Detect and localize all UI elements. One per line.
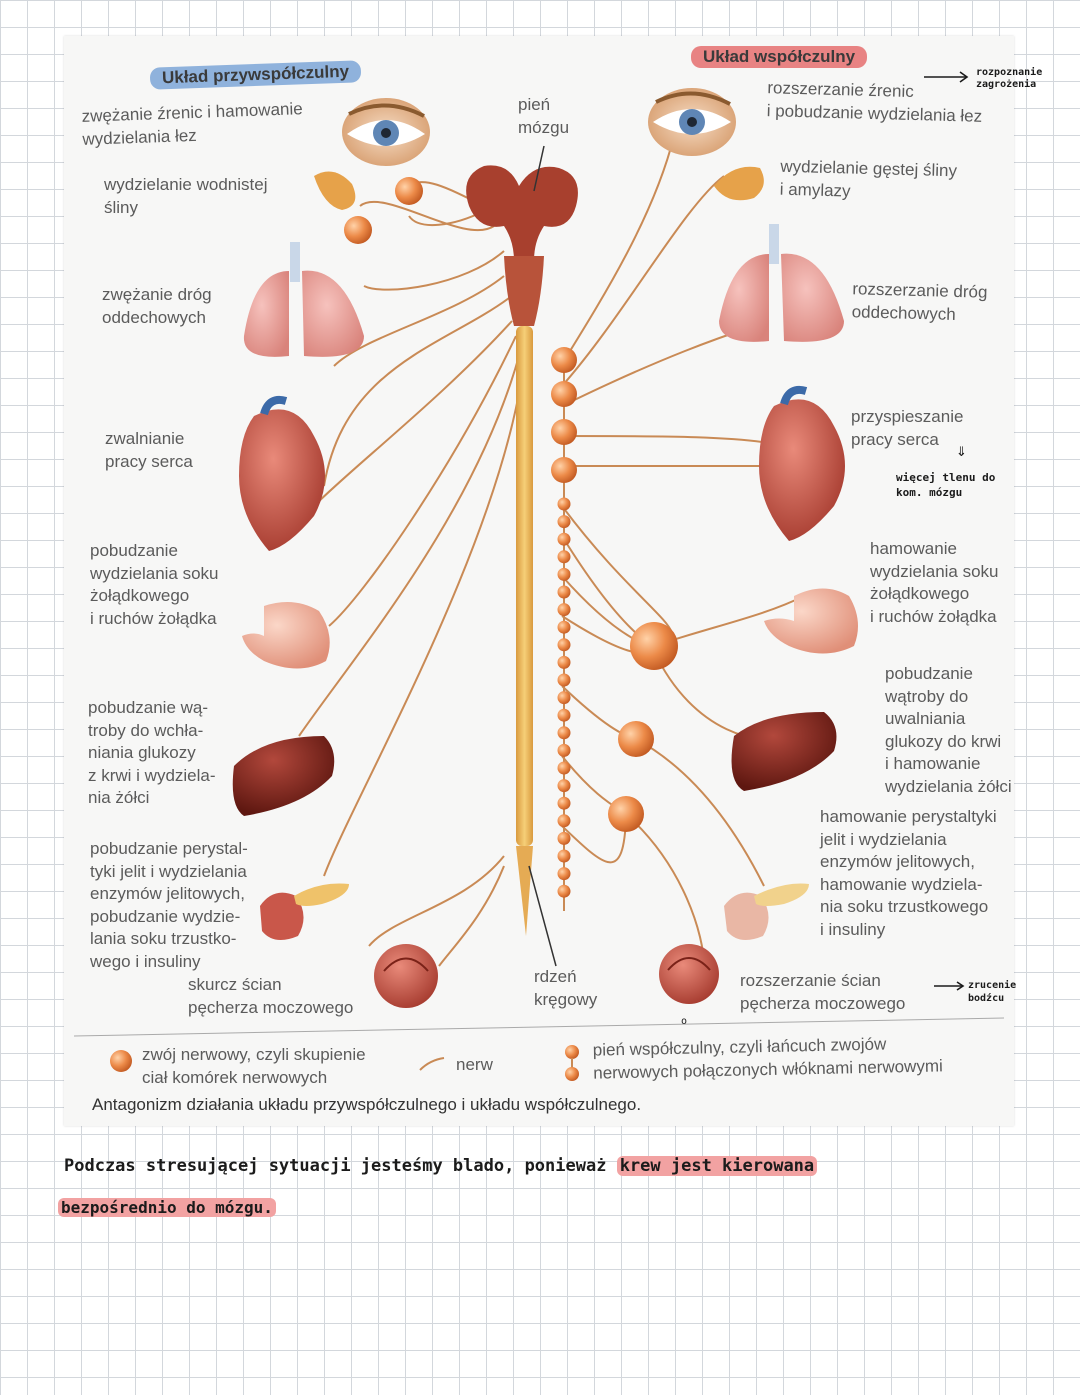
chain-ganglion bbox=[557, 691, 571, 705]
chain-ganglion bbox=[557, 849, 571, 863]
left-salivary-gland bbox=[314, 171, 356, 210]
note-stimulus: zrucenie bodźcu bbox=[968, 980, 1017, 1004]
ganglion bbox=[395, 177, 423, 205]
ganglion bbox=[608, 796, 644, 832]
chain-ganglion bbox=[557, 726, 571, 740]
right-lungs bbox=[719, 224, 844, 342]
chain-ganglion bbox=[557, 638, 571, 652]
left-bladder bbox=[374, 944, 438, 1008]
left-effect-heart: zwalnianie pracy serca bbox=[105, 429, 193, 471]
note-down-arrow: ⇓ bbox=[956, 440, 967, 461]
chain-ganglion bbox=[557, 814, 571, 828]
chain-ganglion bbox=[557, 796, 571, 810]
legend-nerve-icon bbox=[419, 1057, 445, 1071]
left-effect-bladder: skurcz ścian pęcherza moczowego bbox=[188, 975, 354, 1017]
chain-ganglion bbox=[557, 708, 571, 722]
chain-ganglion bbox=[557, 673, 571, 687]
chain-ganglion bbox=[557, 515, 571, 529]
ganglion bbox=[630, 622, 678, 670]
chain-ganglion bbox=[557, 532, 571, 546]
right-stomach bbox=[764, 588, 858, 654]
right-effect-stomach: hamowanie wydzielania soku żołądkowego i… bbox=[870, 539, 999, 626]
chain-ganglion bbox=[551, 457, 577, 483]
left-eye bbox=[342, 98, 430, 166]
left-pancreas bbox=[260, 883, 349, 940]
legend-chain-icon bbox=[565, 1045, 579, 1081]
right-liver bbox=[731, 712, 837, 791]
left-effect-stomach: pobudzanie wydzielania soku żołądkowego … bbox=[90, 541, 219, 628]
chain-ganglion bbox=[551, 381, 577, 407]
brainstem-pointer bbox=[533, 145, 545, 192]
chain-ganglion bbox=[557, 585, 571, 599]
bottom-note-highlight-1: krew jest kierowana bbox=[616, 1156, 818, 1176]
parasympathetic-nerves bbox=[298, 181, 523, 967]
legend-ganglion-label: zwój nerwowy, czyli skupienie ciał komór… bbox=[142, 1045, 366, 1087]
chain-ganglion bbox=[557, 655, 571, 669]
left-lungs bbox=[243, 242, 364, 357]
chain-ganglion bbox=[557, 867, 571, 881]
left-effect-intestine: pobudzanie perystal- tyki jelit i wydzie… bbox=[90, 839, 248, 971]
bottom-note-highlight-2: bezpośrednio do mózgu. bbox=[58, 1198, 276, 1217]
chain-ganglion bbox=[557, 761, 571, 775]
chain-ganglion bbox=[557, 497, 571, 511]
brainstem-and-spinal-cord bbox=[466, 165, 578, 936]
right-eye bbox=[648, 88, 736, 156]
chain-ganglion bbox=[557, 831, 571, 845]
chain-ganglion bbox=[551, 347, 577, 373]
right-bladder bbox=[659, 944, 719, 1004]
chain-ganglion bbox=[551, 419, 577, 445]
chain-ganglion bbox=[557, 603, 571, 617]
note-danger-recognition: rozpoznanie zagrożenia bbox=[976, 67, 1043, 90]
bottom-note-text: Podczas stresującej sytuacji jesteśmy bl… bbox=[64, 1156, 617, 1176]
right-effect-heart: przyspieszanie pracy serca bbox=[851, 407, 964, 449]
right-heart bbox=[759, 385, 845, 541]
spinal-cord-label: rdzeń kręgowy bbox=[534, 967, 598, 1009]
left-heart bbox=[239, 395, 325, 551]
bottom-note-line2: bezpośrednio do mózgu. bbox=[58, 1198, 276, 1217]
left-effect-saliva: wydzielanie wodnistej śliny bbox=[104, 175, 268, 217]
chain-ganglion bbox=[557, 620, 571, 634]
chain-ganglion bbox=[557, 550, 571, 564]
right-pancreas bbox=[724, 883, 809, 940]
legend-nerve-label: nerw bbox=[456, 1055, 493, 1074]
chain-ganglion bbox=[557, 779, 571, 793]
left-liver bbox=[232, 736, 335, 816]
left-effect-airways: zwężanie dróg oddechowych bbox=[102, 285, 212, 327]
figure-panel: Układ przywspółczulny Układ współczulny … bbox=[64, 36, 1014, 1126]
left-effect-liver: pobudzanie wą- troby do wchła- niania gl… bbox=[88, 698, 216, 807]
note-dot: o bbox=[681, 1016, 688, 1027]
legend-ganglion-icon bbox=[110, 1050, 132, 1072]
right-effect-bladder: rozszerzanie ścian pęcherza moczowego bbox=[740, 971, 906, 1013]
chain-ganglion bbox=[557, 567, 571, 581]
chain-ganglion bbox=[557, 884, 571, 898]
right-effect-liver: pobudzanie wątroby do uwalniania glukozy… bbox=[885, 664, 1012, 796]
chain-ganglion bbox=[557, 743, 571, 757]
legend-divider bbox=[73, 1017, 1005, 1037]
bottom-note-line1: Podczas stresującej sytuacji jesteśmy bl… bbox=[64, 1156, 818, 1176]
brainstem-label: pień mózgu bbox=[518, 95, 570, 137]
sympathetic-chain bbox=[551, 347, 577, 911]
left-stomach bbox=[242, 602, 330, 669]
nervous-system-illustration bbox=[73, 88, 1005, 1081]
sympathetic-header: Układ współczulny bbox=[691, 46, 868, 68]
ganglion bbox=[618, 721, 654, 757]
note-more-oxygen: więcej tlenu do kom. mózgu bbox=[896, 471, 996, 499]
ganglion bbox=[344, 216, 372, 244]
figure-caption: Antagonizm działania układu przywspółczu… bbox=[92, 1095, 642, 1114]
right-salivary-gland bbox=[714, 166, 764, 201]
spinal-cord-pointer bbox=[528, 865, 557, 967]
right-effect-intestine: hamowanie perystaltyki jelit i wydzielan… bbox=[820, 807, 997, 939]
